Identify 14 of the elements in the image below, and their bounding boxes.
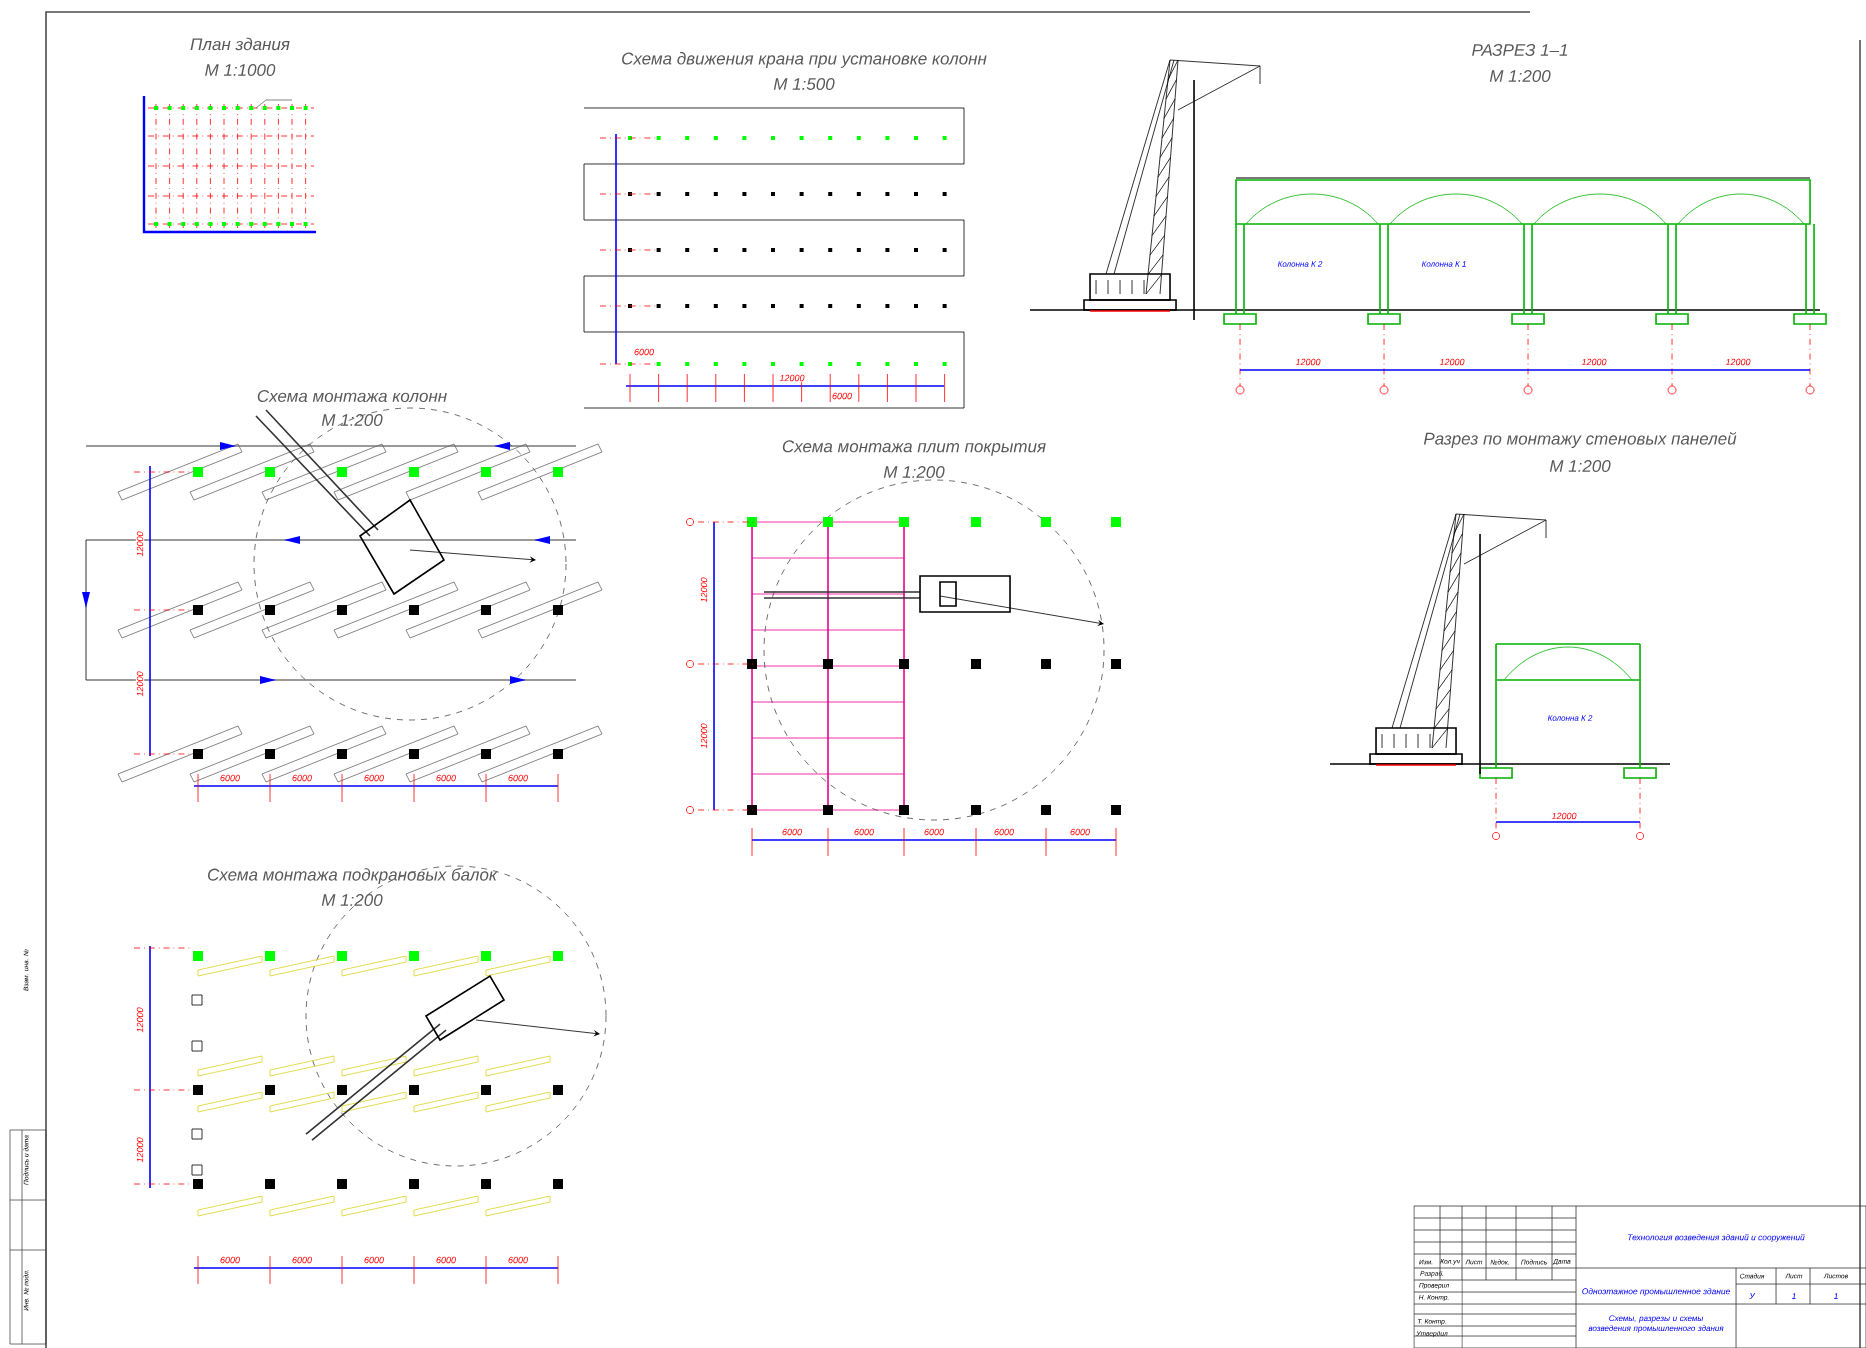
drawing-title: Схема движения крана при установке колонн bbox=[622, 52, 987, 68]
drawing-title: Схема монтажа плит покрытия bbox=[782, 440, 1046, 456]
scale-label: М 1:200 bbox=[1549, 460, 1611, 472]
scale-label: М 1:200 bbox=[321, 894, 383, 906]
drawing-title: Схема монтажа колонн bbox=[257, 390, 447, 402]
drawing-title: РАЗРЕЗ 1–1 bbox=[1472, 44, 1568, 56]
scale-label: М 1:200 bbox=[883, 466, 945, 478]
drawing-title: План здания bbox=[190, 37, 290, 51]
drawing-title: Схема монтажа подкрановых балок bbox=[208, 868, 498, 884]
drawing-title: Разрез по монтажу стеновых панелей bbox=[1423, 431, 1737, 449]
scale-label: М 1:1000 bbox=[205, 64, 276, 76]
scale-label: М 1:500 bbox=[773, 78, 835, 90]
scale-label: М 1:200 bbox=[1489, 70, 1551, 82]
scale-label: М 1:200 bbox=[321, 414, 383, 426]
